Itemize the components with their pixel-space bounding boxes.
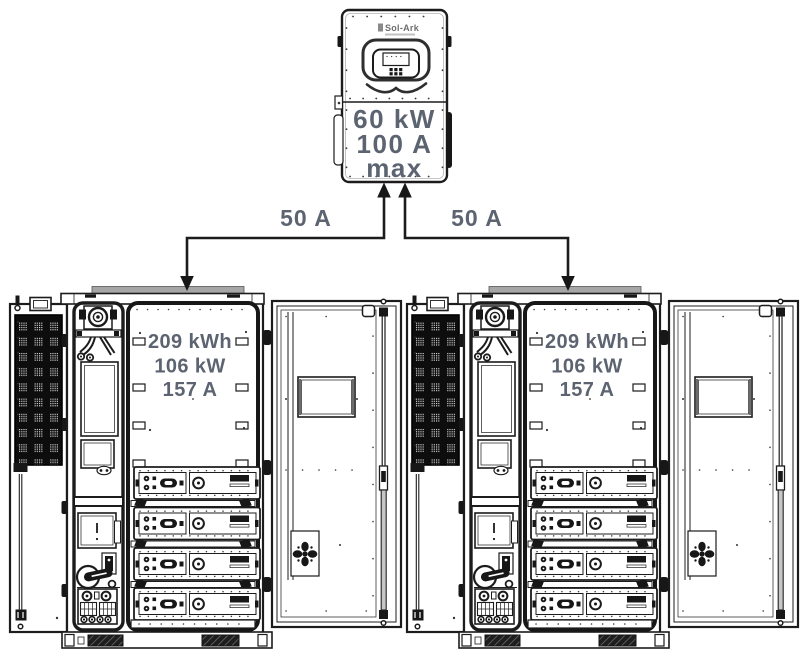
inverter-rating: 60 kW 100 A max <box>353 104 436 183</box>
breaker-amps-label: 50 A <box>451 205 503 231</box>
arrow-up-icon <box>398 182 412 198</box>
inverter-current-rating: 100 A <box>357 129 433 159</box>
cabinet-power: 106 kW <box>551 356 622 378</box>
inverter-display <box>361 38 431 94</box>
logo-tagline-bar <box>385 33 415 36</box>
cabinet-current: 157 A <box>560 379 615 401</box>
connection-line <box>403 197 570 277</box>
inverter-rating-qualifier: max <box>366 153 423 183</box>
brand-text: Sol-Ark <box>385 23 420 33</box>
keypad-buttons <box>389 68 403 76</box>
connection-right: 50 A <box>398 182 575 291</box>
lcd-screen <box>382 52 410 67</box>
inverter-logo: Sol-Ark <box>378 23 420 36</box>
cabinet-energy: 209 kWh <box>148 331 232 353</box>
cabinet-power: 106 kW <box>154 356 225 378</box>
inverter: Sol-Ark 60 kW 100 A max <box>333 8 452 184</box>
conduit-knockout <box>333 114 344 166</box>
arrow-down-icon <box>180 276 194 291</box>
battery-cabinet-right: 209 kWh 106 kW 157 A <box>407 287 798 649</box>
connection-line <box>185 197 386 277</box>
battery-cabinet-left: 209 kWh 106 kW 157 A <box>10 287 401 649</box>
cabinet-current: 157 A <box>163 379 218 401</box>
connection-left: 50 A <box>180 182 391 291</box>
side-handle <box>446 112 452 168</box>
wing-swoosh <box>365 82 428 94</box>
arrow-down-icon <box>561 276 575 291</box>
arrow-up-icon <box>377 182 391 198</box>
inverter-power-rating: 60 kW <box>353 104 436 134</box>
cabinet-energy: 209 kWh <box>545 331 629 353</box>
breaker-amps-label: 50 A <box>280 205 332 231</box>
